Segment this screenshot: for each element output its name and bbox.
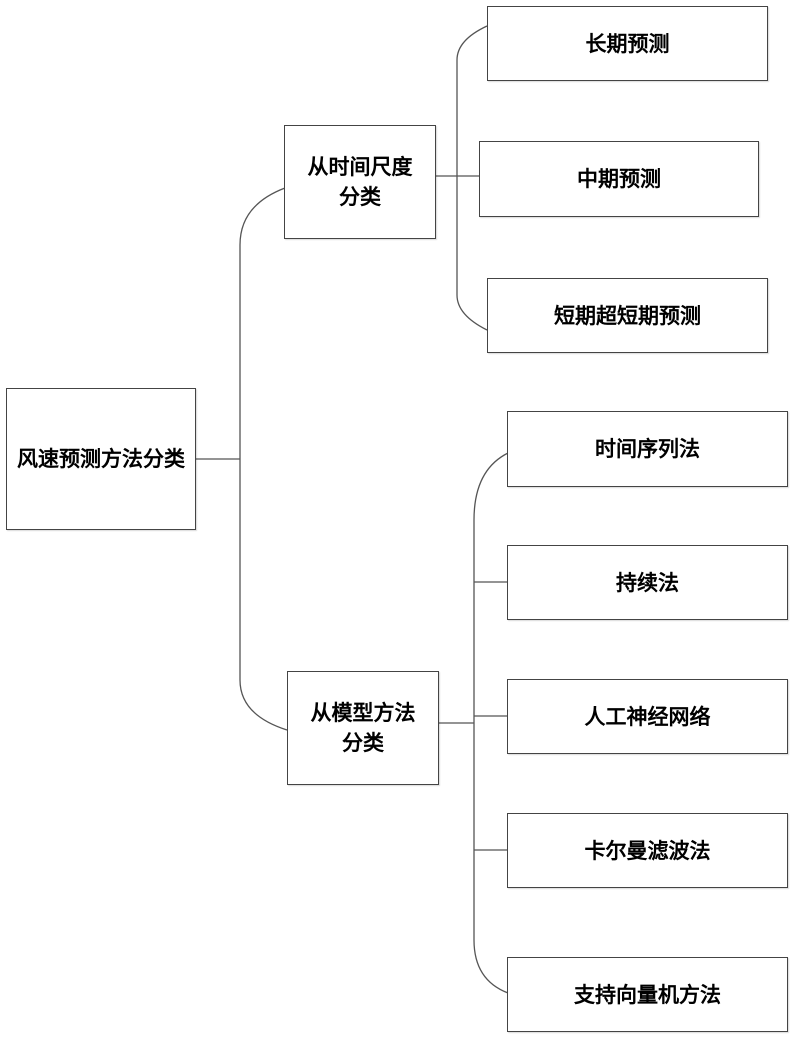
connector-branch-model-children xyxy=(473,452,509,994)
branch-label: 从模型方法分类 xyxy=(310,701,416,755)
leaf-node: 持续法 xyxy=(507,545,788,620)
branch-label: 从时间尺度分类 xyxy=(307,155,413,209)
root-label: 风速预测方法分类 xyxy=(17,447,185,471)
root-node: 风速预测方法分类 xyxy=(6,388,196,530)
leaf-node: 支持向量机方法 xyxy=(507,957,788,1032)
leaf-node: 长期预测 xyxy=(487,6,768,81)
leaf-label: 卡尔曼滤波法 xyxy=(584,838,711,863)
leaf-label: 人工神经网络 xyxy=(584,704,711,729)
leaf-node: 卡尔曼滤波法 xyxy=(507,813,788,888)
leaf-label: 支持向量机方法 xyxy=(574,982,721,1007)
leaf-label: 持续法 xyxy=(616,570,679,595)
connector-branch-time-children xyxy=(456,25,488,331)
leaf-node: 时间序列法 xyxy=(507,411,788,487)
leaf-label: 时间序列法 xyxy=(595,437,700,461)
leaf-label: 长期预测 xyxy=(585,31,670,56)
connector-trunk xyxy=(239,187,288,731)
leaf-label: 中期预测 xyxy=(577,167,661,191)
leaf-node: 短期超短期预测 xyxy=(487,278,768,353)
branch-node-time-scale: 从时间尺度分类 xyxy=(284,125,436,239)
leaf-label: 短期超短期预测 xyxy=(554,303,701,328)
branch-node-model-method: 从模型方法分类 xyxy=(287,671,439,785)
leaf-node: 人工神经网络 xyxy=(507,679,788,754)
leaf-node: 中期预测 xyxy=(479,141,759,217)
